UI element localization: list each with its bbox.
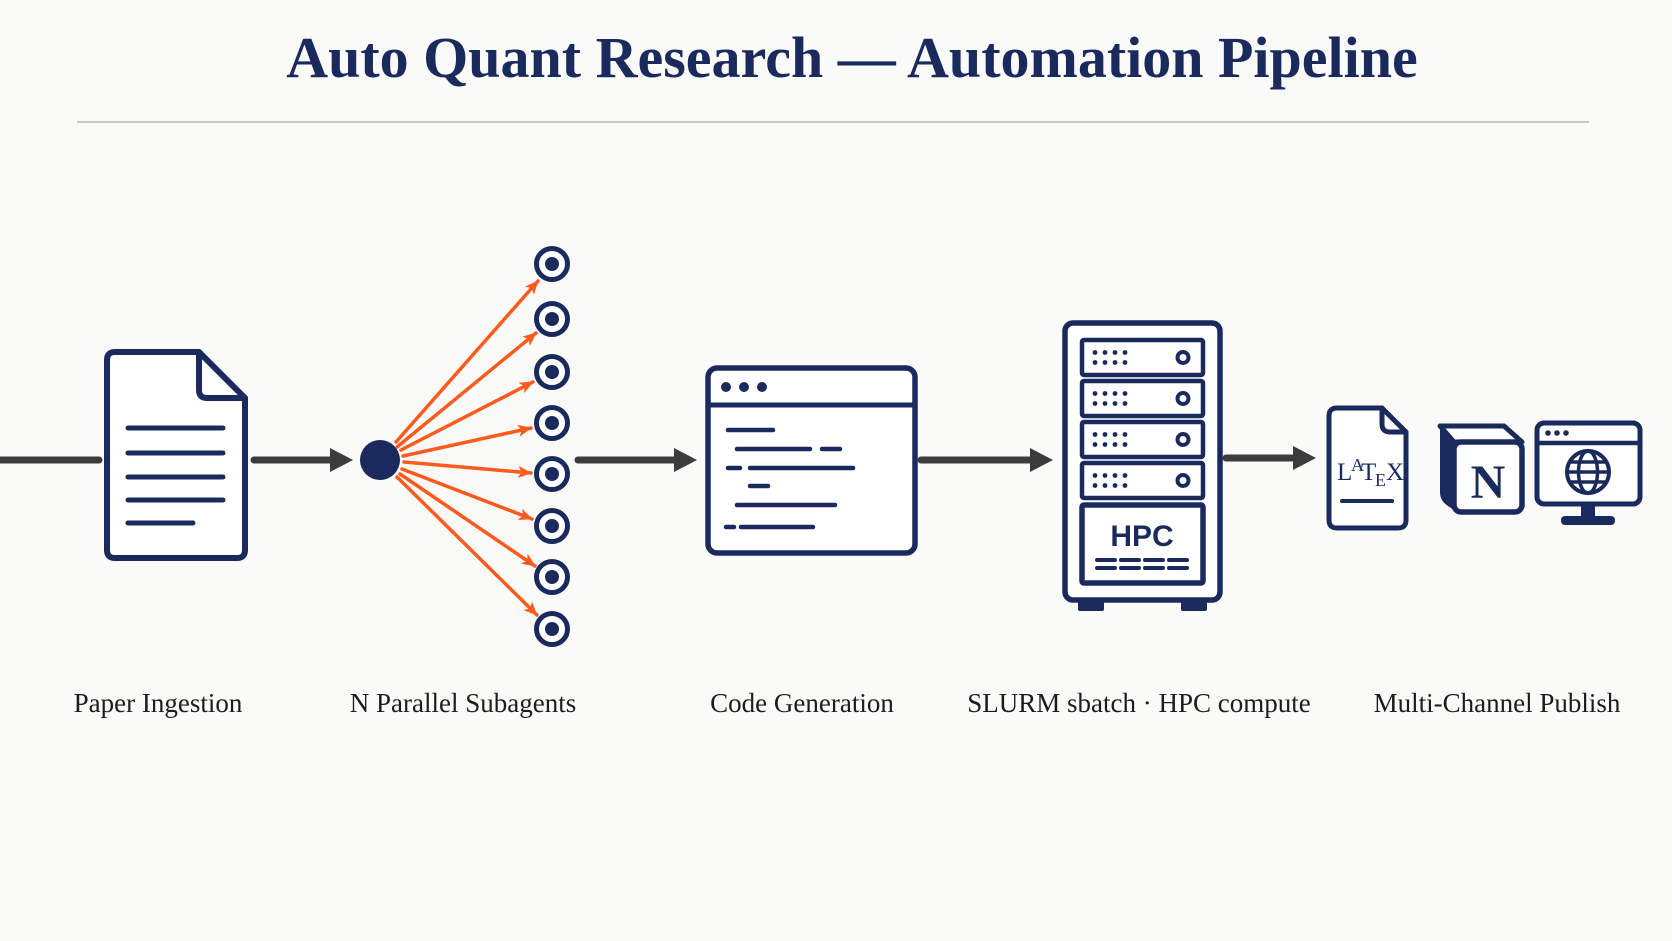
subagent-icon [534,301,570,337]
fan-out-hub-icon [360,246,570,647]
stage-label-slurm-hpc: SLURM sbatch · HPC compute [967,688,1311,718]
svg-text:E: E [1375,470,1386,490]
document-text-lines [125,425,226,526]
hub-node [360,440,400,480]
subagent-icon [534,456,570,492]
server-unit [1079,337,1206,378]
flow-arrow-code-to-rack [917,448,1053,472]
stage-label-multi-channel-publish: Multi-Channel Publish [1373,688,1621,718]
window-dots-icon [721,382,767,392]
svg-text:X: X [1386,459,1404,486]
subagent-icon [534,405,570,441]
window-dots-icon [1545,430,1569,436]
svg-text:T: T [1361,459,1376,486]
server-unit [1079,460,1206,501]
stage-label-code-generation: Code Generation [710,688,894,718]
page-title: Auto Quant Research — Automation Pipelin… [286,25,1418,90]
subagent-icon [534,354,570,390]
notion-letter: N [1471,456,1506,509]
subagent-icon [534,611,570,647]
latex-logo: L A T E X [1337,455,1404,490]
flow-arrow-rack-to-publish [1222,446,1316,470]
paper-document-icon [104,349,248,561]
flow-arrow-doc-to-hub [250,448,353,472]
svg-text:A: A [1351,455,1364,475]
title-divider [77,121,1589,123]
server-unit [1079,378,1206,419]
subagent-icon [534,508,570,544]
hpc-vents [1095,558,1189,570]
rack-feet [1078,600,1207,611]
latex-document-icon: L A T E X [1326,405,1409,531]
server-unit [1079,419,1206,460]
hpc-panel: HPC [1079,502,1206,586]
fan-arrows [394,279,540,617]
globe-icon [1565,449,1611,495]
monitor-stand [1561,504,1615,525]
subagent-icon [534,559,570,595]
flow-arrow-subagents-to-code [574,448,697,472]
code-window-icon [705,365,918,556]
notion-icon: N [1437,423,1525,515]
svg-text:L: L [1337,459,1352,486]
stage-label-paper-ingestion: Paper Ingestion [73,688,243,718]
hpc-label: HPC [1110,520,1173,553]
stage-label-parallel-subagents: N Parallel Subagents [349,688,577,718]
code-lines [723,427,856,530]
subagent-icon [534,246,570,282]
web-browser-icon [1534,420,1643,525]
server-rack-icon: HPC [1062,320,1223,611]
subagent-nodes [534,246,570,647]
